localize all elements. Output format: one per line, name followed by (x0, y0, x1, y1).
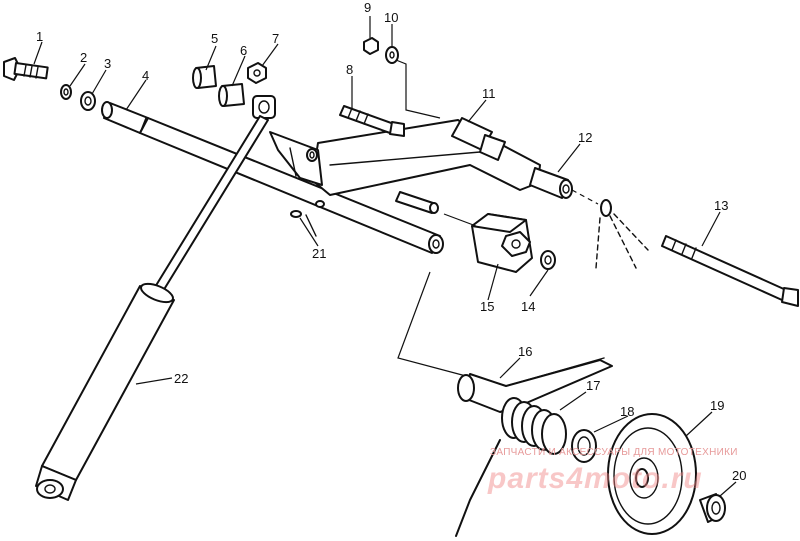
callout-17: 17 (586, 378, 600, 393)
callout-19: 19 (710, 398, 724, 413)
callout-2: 2 (80, 50, 87, 65)
callout-21: 21 (312, 246, 326, 261)
callout-7: 7 (272, 31, 279, 46)
part-2-washer (60, 84, 72, 100)
part-12-sleeve (529, 167, 573, 199)
callout-18: 18 (620, 404, 634, 419)
callout-labels: 1 2 3 4 5 6 7 8 9 10 11 12 13 14 15 16 1… (36, 0, 746, 483)
part-20-cap (699, 493, 726, 523)
part-shaft-bracket (269, 131, 323, 186)
callout-9: 9 (364, 0, 371, 15)
callout-11: 11 (482, 86, 496, 101)
callout-5: 5 (211, 31, 218, 46)
part-19-wheel (607, 413, 697, 535)
callout-12: 12 (578, 130, 592, 145)
callout-13: 13 (714, 198, 728, 213)
part-21-fitting (290, 200, 325, 237)
part-6-bushing (218, 83, 245, 107)
leader-15-shaft (443, 213, 477, 227)
leader-12-13 (571, 189, 599, 205)
callout-15: 15 (480, 299, 494, 314)
callout-14: 14 (521, 299, 535, 314)
callout-10: 10 (384, 10, 398, 25)
callout-20: 20 (732, 468, 746, 483)
part-17-spring (455, 397, 567, 537)
callout-1: 1 (36, 29, 43, 44)
part-16-spindle (457, 357, 613, 413)
part-7-nut (247, 62, 267, 84)
part-4-cross-shaft (101, 101, 444, 254)
callout-8: 8 (346, 62, 353, 77)
part-8-bolt (339, 105, 405, 137)
part-13-long-bolt (661, 235, 799, 307)
part-3-washer (80, 91, 96, 111)
part-rod-end (395, 191, 439, 214)
callout-leaders (33, 16, 737, 497)
watermark-caption: ЗАПЧАСТИ И АКСЕССУАРЫ ДЛЯ МОТОТЕХНИКИ (490, 447, 738, 458)
callout-6: 6 (240, 43, 247, 58)
part-1-bolt (3, 57, 49, 81)
part-13-washer (595, 199, 649, 269)
part-9-nut (363, 37, 379, 55)
part-11-upper-arm (311, 117, 541, 196)
part-18-washer (571, 429, 597, 463)
callout-4: 4 (142, 68, 149, 83)
part-5-bushing (192, 65, 217, 89)
part-15-block (471, 213, 533, 273)
part-22-shock (35, 95, 276, 501)
leader-spring-assembly (397, 271, 467, 377)
watermark-logo: parts4moto.ru (488, 462, 703, 495)
part-14-washer (540, 250, 556, 270)
callout-3: 3 (104, 56, 111, 71)
leader-10-assembly (395, 59, 441, 119)
callout-22: 22 (174, 371, 188, 386)
callout-16: 16 (518, 344, 532, 359)
